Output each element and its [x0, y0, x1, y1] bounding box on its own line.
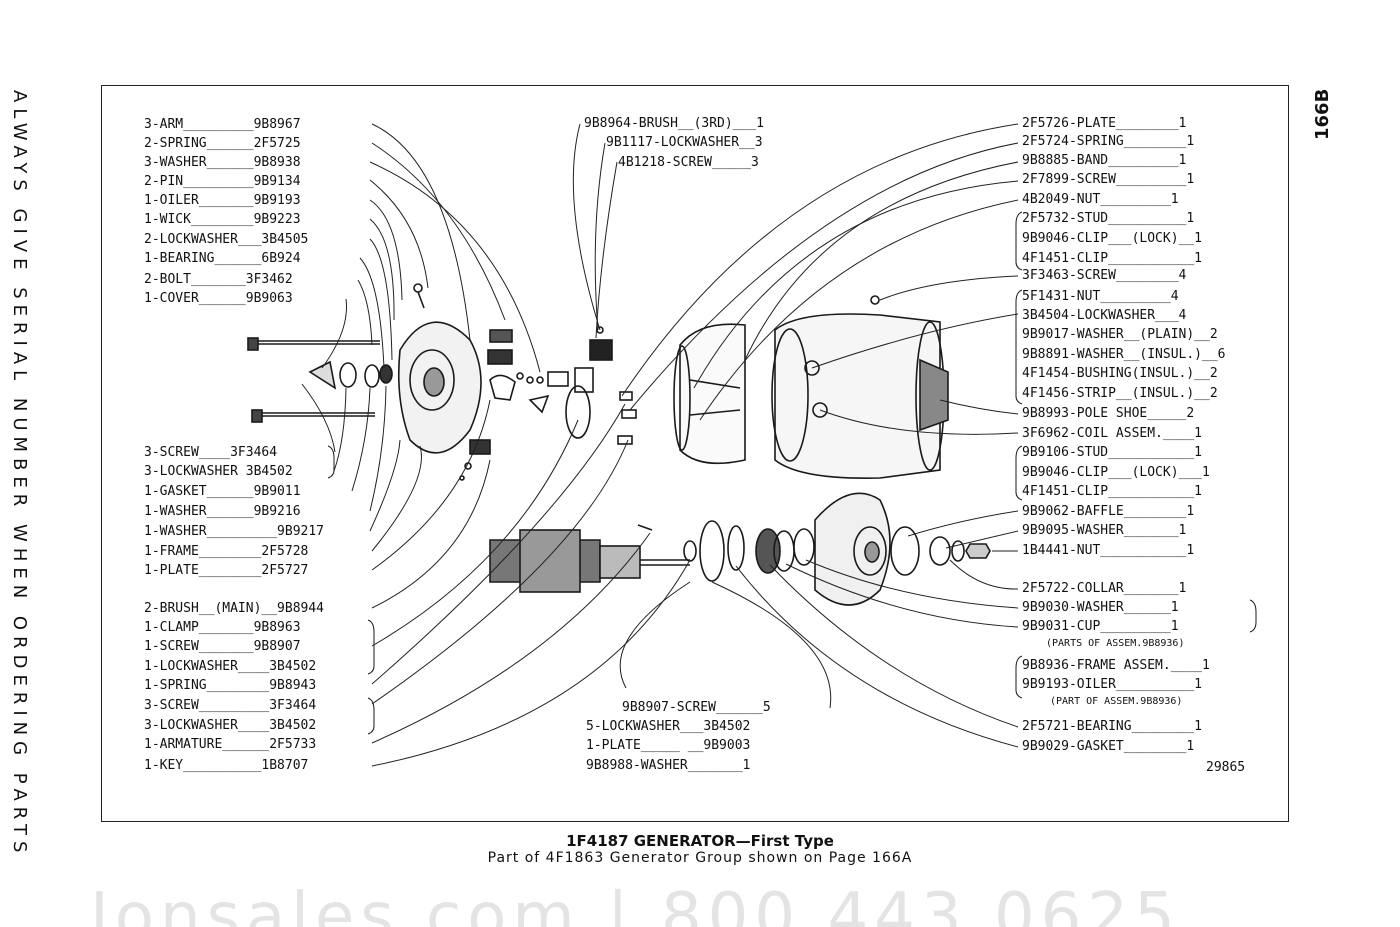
callout-clamp: 1-CLAMP_______9B8963 [144, 620, 301, 635]
callout-key: 1-KEY__________1B8707 [144, 758, 309, 773]
armature [489, 524, 690, 593]
commutator-end-frame [397, 283, 482, 454]
callout-washer: 9B9095-WASHER_______1 [1022, 523, 1187, 538]
callout-nut: 5F1431-NUT_________4 [1022, 289, 1179, 304]
callout-nut: 4B2049-NUT_________1 [1022, 192, 1179, 207]
callout-spring: 2-SPRING______2F5725 [144, 136, 301, 151]
callout-washer: 9B8988-WASHER_______1 [586, 758, 751, 773]
callout-bushing-insul: 4F1454-BUSHING(INSUL.)__2 [1022, 366, 1218, 381]
callout-washer: 1-WASHER______9B9216 [144, 504, 301, 519]
callout-coil-assem: 3F6962-COIL ASSEM.____1 [1022, 426, 1203, 441]
callout-strip-insul: 4F1456-STRIP__(INSUL.)__2 [1022, 386, 1218, 401]
callout-oiler: 1-OILER_______9B9193 [144, 193, 301, 208]
callout-lockwasher: 1-LOCKWASHER____3B4502 [144, 659, 317, 674]
washer-9b8988 [683, 540, 697, 562]
callout-baffle: 9B9062-BAFFLE________1 [1022, 504, 1195, 519]
nut-1b4441 [965, 543, 991, 559]
callout-screw: 2F7899-SCREW_________1 [1022, 172, 1195, 187]
callout-screw: 3-SCREW____3F3464 [144, 445, 278, 460]
callout-washer: 9B9030-WASHER______1 [1022, 600, 1179, 615]
callout-washer-plain: 9B9017-WASHER__(PLAIN)__2 [1022, 327, 1218, 342]
callout-screw: 3-SCREW_________3F3464 [144, 698, 317, 713]
callout-plate: 1-PLATE________2F5727 [144, 563, 309, 578]
callout-screw: 3F3463-SCREW________4 [1022, 268, 1187, 283]
collar [929, 536, 951, 566]
callout-band: 9B8885-BAND_________1 [1022, 153, 1187, 168]
gasket [339, 362, 357, 388]
callout-brush-3rd: 9B8964-BRUSH__(3RD)___1 [584, 116, 765, 131]
callout-pin: 2-PIN_________9B9134 [144, 174, 301, 189]
plate-9b9003 [699, 520, 725, 582]
callout-oiler: 9B9193-OILER__________1 [1022, 677, 1203, 692]
callout-screw: 1-SCREW_______9B8907 [144, 639, 301, 654]
callout-clip-lock: 9B9046-CLIP___(LOCK)___1 [1022, 465, 1210, 480]
callout-washer: 1-WASHER_________9B9217 [144, 524, 325, 539]
callout-screw: 9B8907-SCREW______5 [622, 700, 771, 715]
field-housing [771, 295, 949, 479]
cover [308, 360, 337, 390]
callout-brush: 2-BRUSH__(MAIN)__9B8944 [144, 601, 325, 616]
callout-lockwasher: 5-LOCKWASHER___3B4502 [586, 719, 751, 734]
callout-cup: 9B9031-CUP_________1 [1022, 619, 1179, 634]
caption-title: 1F4187 GENERATOR—First Type [566, 832, 834, 850]
callout-collar: 2F5722-COLLAR_______1 [1022, 581, 1187, 596]
callout-gasket: 9B9029-GASKET________1 [1022, 739, 1195, 754]
washer [364, 364, 380, 388]
figure-number: 29865 [1206, 760, 1246, 775]
callout-pole-shoe: 9B8993-POLE SHOE_____2 [1022, 406, 1195, 421]
callout-plate: 1-PLATE_____ __9B9003 [586, 738, 751, 753]
third-brush-plate [565, 385, 591, 439]
callout-stud: 9B9106-STUD___________1 [1022, 445, 1203, 460]
callout-cover: 1-COVER______9B9063 [144, 291, 293, 306]
callout-arm: 3-ARM_________9B8967 [144, 117, 301, 132]
baffle [890, 526, 920, 576]
caption-subtitle: Part of 4F1863 Generator Group shown on … [487, 850, 913, 866]
callout-lockwasher: 2-LOCKWASHER___3B4505 [144, 232, 309, 247]
callout-plate: 2F5726-PLATE________1 [1022, 116, 1187, 131]
callout-frame: 1-FRAME________2F5728 [144, 544, 309, 559]
callout-screw: 4B1218-SCREW_____3 [618, 155, 759, 170]
callout-nut: 1B4441-NUT___________1 [1022, 543, 1195, 558]
band [673, 323, 746, 465]
through-bolt-upper [247, 337, 380, 351]
callout-lockwasher: 3-LOCKWASHER 3B4502 [144, 464, 293, 479]
callout-armature: 1-ARMATURE______2F5733 [144, 737, 317, 752]
callout-stud: 2F5732-STUD__________1 [1022, 211, 1195, 226]
callout-wick: 1-WICK________9B9223 [144, 212, 301, 227]
side-note: ALWAYS GIVE SERIAL NUMBER WHEN ORDERING … [9, 90, 30, 859]
callout-clip: 4F1451-CLIP___________1 [1022, 251, 1203, 266]
callout-frame-assem: 9B8936-FRAME ASSEM.____1 [1022, 658, 1210, 673]
callout-clip-lock: 9B9046-CLIP___(LOCK)__1 [1022, 231, 1203, 246]
drive-end-frame [814, 492, 891, 606]
callout-washer: 3-WASHER______9B8938 [144, 155, 301, 170]
callout-bearing: 1-BEARING______6B924 [144, 251, 301, 266]
note-part-of-assem: (PART OF ASSEM.9B8936) [1050, 696, 1183, 707]
callout-spring: 1-SPRING________9B8943 [144, 678, 317, 693]
callout-spring: 2F5724-SPRING________1 [1022, 134, 1195, 149]
callout-clip: 4F1451-CLIP___________1 [1022, 484, 1203, 499]
watermark: Jonsales.com | 800.443.0625 [90, 880, 1181, 927]
callout-washer-insul: 9B8891-WASHER__(INSUL.)__6 [1022, 347, 1226, 362]
diagram-frame [101, 85, 1289, 822]
callout-lockwasher: 9B1117-LOCKWASHER__3 [606, 135, 763, 150]
callout-lockwasher: 3B4504-LOCKWASHER___4 [1022, 308, 1187, 323]
callout-gasket: 1-GASKET______9B9011 [144, 484, 301, 499]
callout-bolt: 2-BOLT_______3F3462 [144, 272, 293, 287]
callout-lockwasher: 3-LOCKWASHER____3B4502 [144, 718, 317, 733]
callout-bearing: 2F5721-BEARING________1 [1022, 719, 1203, 734]
through-bolt-lower [251, 409, 375, 423]
note-parts-of-assem: (PARTS OF ASSEM.9B8936) [1046, 638, 1185, 649]
